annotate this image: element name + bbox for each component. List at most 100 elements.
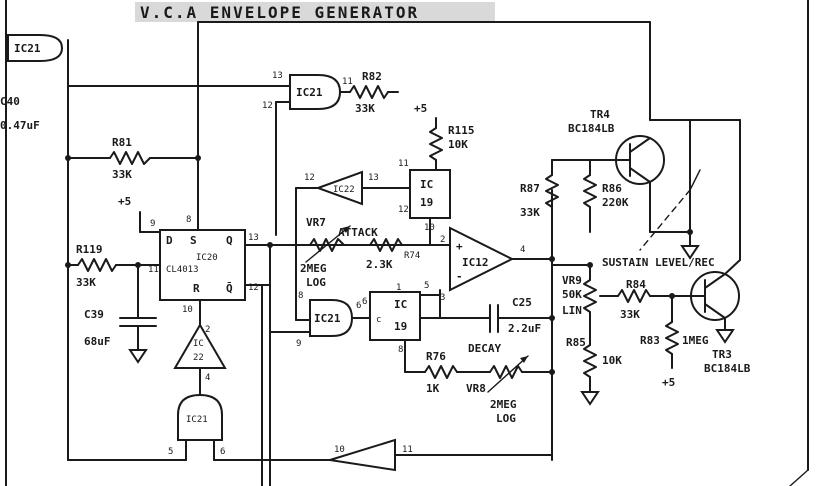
svg-text:IC: IC xyxy=(193,339,204,349)
c25-capacitor: C25 2.2uF xyxy=(489,296,553,335)
ic22-lower-buffer: IC 22 2 4 xyxy=(173,299,227,396)
svg-text:19: 19 xyxy=(394,320,407,333)
c40-value: 0.47uF xyxy=(0,119,40,132)
svg-text:LOG: LOG xyxy=(306,276,326,289)
r81-resistor: R81 33K xyxy=(67,136,199,181)
svg-text:S: S xyxy=(190,234,197,247)
vr7-attack-pot: VR7 ATTACK 2MEG LOG xyxy=(300,216,378,289)
ic20-flipflop: D S Q IC20 CL4013 R Q̄ 9 8 11 13 12 10 xyxy=(148,215,259,315)
r87-resistor: R87 33K xyxy=(520,159,601,219)
svg-text:8: 8 xyxy=(398,345,403,355)
svg-text:22: 22 xyxy=(193,353,204,363)
svg-text:2: 2 xyxy=(205,325,210,335)
title-highlight xyxy=(135,2,495,22)
svg-text:10: 10 xyxy=(182,305,193,315)
tr4-transistor: TR4 BC184LB xyxy=(568,108,665,185)
svg-text:IC: IC xyxy=(394,298,407,311)
tr3-transistor: TR3 BC184LB xyxy=(689,119,751,375)
r74-resistor: 2.3K R74 xyxy=(366,238,420,271)
r83-resistor: R83 1MEG +5 xyxy=(640,295,709,389)
svg-text:13: 13 xyxy=(368,173,379,183)
ic21-mid-gate: IC21 8 9 6 xyxy=(269,291,371,349)
svg-text:VR8: VR8 xyxy=(466,382,486,395)
svg-text:IC21: IC21 xyxy=(314,312,341,325)
svg-text:13: 13 xyxy=(248,233,259,243)
svg-text:SUSTAIN LEVEL/REC: SUSTAIN LEVEL/REC xyxy=(602,256,715,269)
svg-text:5: 5 xyxy=(424,281,429,291)
svg-text:R87: R87 xyxy=(520,182,540,195)
c39-capacitor: C39 68uF xyxy=(84,264,157,364)
svg-text:19: 19 xyxy=(420,196,433,209)
svg-text:11: 11 xyxy=(342,77,353,87)
svg-text:6: 6 xyxy=(362,297,367,307)
svg-text:9: 9 xyxy=(150,219,155,229)
svg-text:IC21: IC21 xyxy=(296,86,323,99)
r76-resistor: R76 1K xyxy=(404,350,458,395)
svg-text:12: 12 xyxy=(248,283,259,293)
svg-text:8: 8 xyxy=(186,215,191,225)
right-page-corner xyxy=(789,469,809,486)
svg-text:1MEG: 1MEG xyxy=(682,334,709,347)
svg-text:LIN: LIN xyxy=(562,304,582,317)
svg-text:R: R xyxy=(193,282,200,295)
svg-text:5: 5 xyxy=(168,447,173,457)
svg-text:R115: R115 xyxy=(448,124,475,137)
svg-text:13: 13 xyxy=(272,71,283,81)
r84-resistor: R84 33K xyxy=(599,278,691,321)
ic12-opamp: + - IC12 2 3 4 xyxy=(440,226,525,303)
svg-text:2.3K: 2.3K xyxy=(366,258,393,271)
r86-resistor: R86 220K xyxy=(583,159,629,233)
svg-text:R85: R85 xyxy=(566,336,586,349)
svg-text:c: c xyxy=(376,315,381,325)
svg-text:2: 2 xyxy=(440,235,445,245)
svg-text:10K: 10K xyxy=(602,354,622,367)
svg-text:ATTACK: ATTACK xyxy=(338,226,378,239)
svg-text:1K: 1K xyxy=(426,382,440,395)
svg-text:IC12: IC12 xyxy=(462,256,489,269)
svg-text:9: 9 xyxy=(296,339,301,349)
svg-text:33K: 33K xyxy=(112,168,132,181)
plus5-label: +5 xyxy=(118,195,131,208)
svg-text:R81: R81 xyxy=(112,136,132,149)
svg-text:6: 6 xyxy=(220,447,225,457)
svg-text:Q: Q xyxy=(226,234,233,247)
ic21-lower-gate: IC21 5 6 xyxy=(168,393,225,461)
svg-text:R74: R74 xyxy=(404,251,420,261)
switch-link-dashed xyxy=(639,189,691,251)
svg-text:33K: 33K xyxy=(355,102,375,115)
svg-text:R86: R86 xyxy=(602,182,622,195)
ic19-lower: IC 19 c 1 6 5 8 xyxy=(362,281,429,355)
ic22-upper-buffer: IC22 12 13 xyxy=(295,170,411,321)
vr8-decay-pot: VR8 2MEG LOG xyxy=(456,355,553,425)
svg-text:TR3: TR3 xyxy=(712,348,732,361)
svg-text:+5: +5 xyxy=(662,376,675,389)
svg-text:IC22: IC22 xyxy=(333,185,355,195)
svg-text:BC184LB: BC184LB xyxy=(568,122,615,135)
c40-label: C40 xyxy=(0,95,20,108)
svg-text:12: 12 xyxy=(304,173,315,183)
svg-text:VR9: VR9 xyxy=(562,274,582,287)
r115-resistor: +5 R115 10K xyxy=(414,102,475,171)
svg-text:LOG: LOG xyxy=(496,412,516,425)
svg-text:33K: 33K xyxy=(76,276,96,289)
svg-text:-: - xyxy=(456,270,463,283)
svg-text:33K: 33K xyxy=(620,308,640,321)
svg-text:R76: R76 xyxy=(426,350,446,363)
svg-text:11: 11 xyxy=(148,265,159,275)
svg-text:Q̄: Q̄ xyxy=(226,282,233,295)
svg-text:50K: 50K xyxy=(562,288,582,301)
svg-text:2MEG: 2MEG xyxy=(300,262,327,275)
svg-text:D: D xyxy=(166,234,173,247)
ic21-top-gate: IC21 xyxy=(7,34,64,62)
svg-text:VR7: VR7 xyxy=(306,216,326,229)
svg-text:220K: 220K xyxy=(602,196,629,209)
svg-text:R82: R82 xyxy=(362,70,382,83)
schematic-title: V.C.A ENVELOPE GENERATOR xyxy=(140,3,419,22)
svg-text:11: 11 xyxy=(402,445,413,455)
svg-text:+: + xyxy=(456,240,463,253)
svg-text:1: 1 xyxy=(396,283,401,293)
svg-text:12: 12 xyxy=(398,205,409,215)
svg-text:TR4: TR4 xyxy=(590,108,610,121)
svg-text:68uF: 68uF xyxy=(84,335,111,348)
